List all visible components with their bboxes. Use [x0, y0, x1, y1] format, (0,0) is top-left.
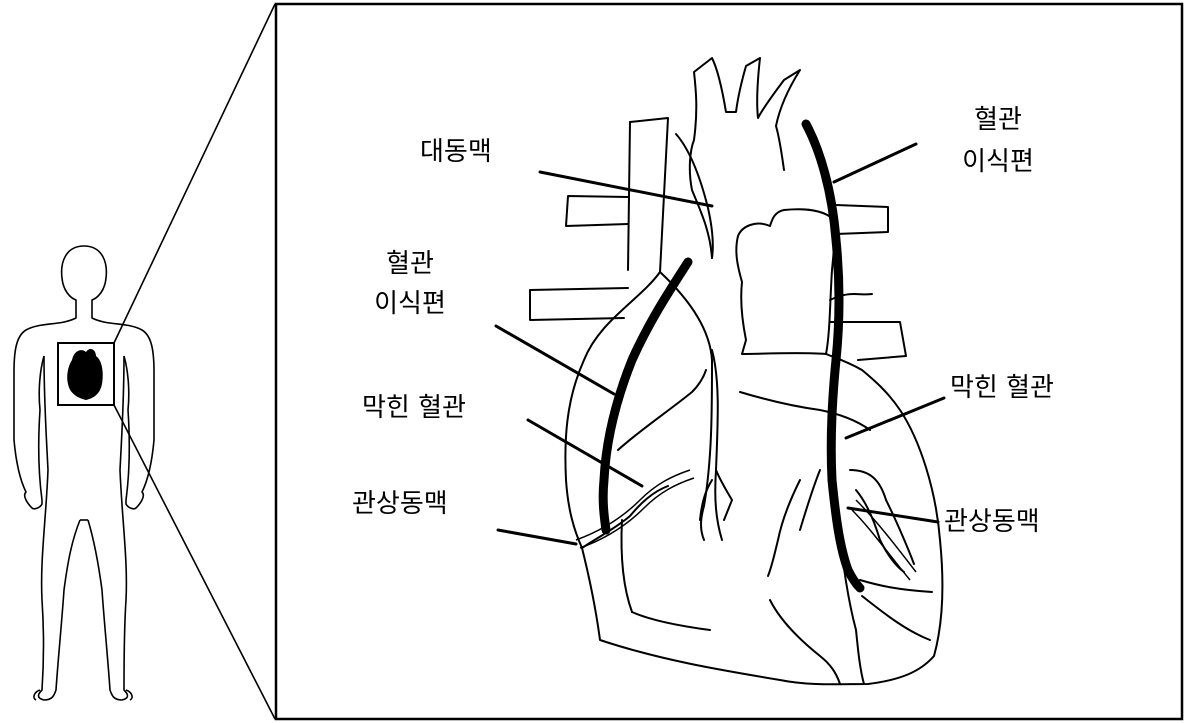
- label-coronary-left: 관상동맥: [352, 489, 448, 519]
- zoom-line-bottom: [114, 405, 275, 719]
- label-graft-left-line1: 혈관: [386, 249, 434, 279]
- label-aorta: 대동맥: [420, 137, 492, 167]
- human-figure: [14, 246, 154, 700]
- label-blocked-right: 막힌 혈관: [950, 373, 1054, 403]
- label-graft-right-line2: 이식편: [962, 147, 1034, 177]
- label-graft-left-line2: 이식편: [374, 289, 446, 319]
- heart-silhouette-icon: [67, 349, 103, 400]
- label-blocked-left: 막힌 혈관: [362, 393, 466, 423]
- label-graft-right-line1: 혈관: [974, 105, 1022, 135]
- zoom-line-top: [114, 4, 275, 343]
- label-coronary-right: 관상동맥: [944, 507, 1040, 537]
